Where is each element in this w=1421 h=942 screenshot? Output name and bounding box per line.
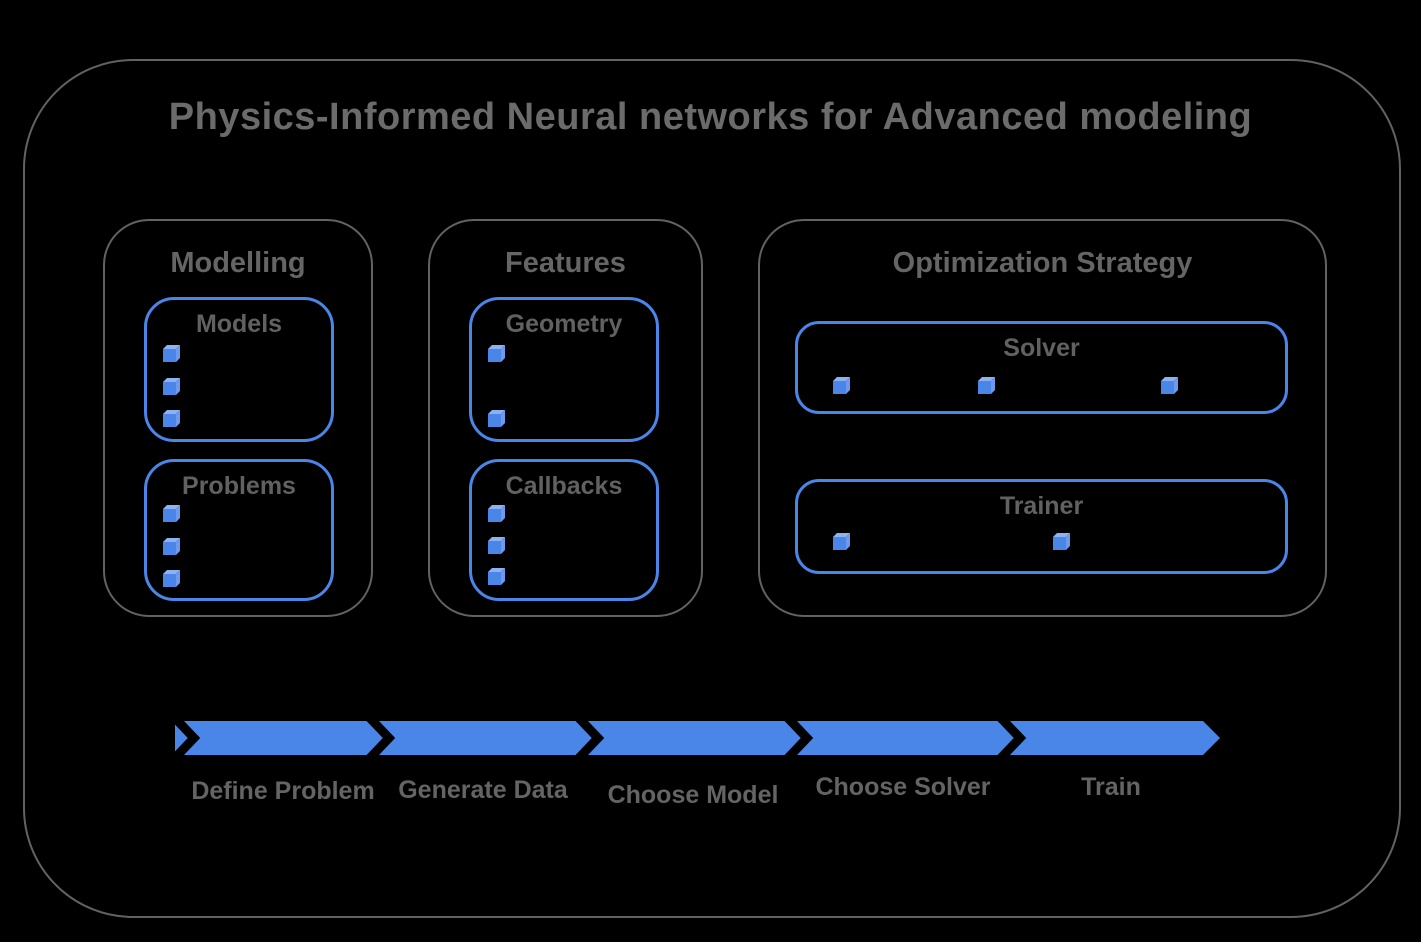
card-models-header: Models [195,310,283,338]
step-label-define-problem: Define Problem [191,777,375,805]
step-label-generate-data: Generate Data [398,776,568,804]
card-geometry-header: Geometry [505,310,623,338]
cube-bullet-icon [163,349,176,362]
card-models: Models [144,297,334,442]
section-modelling: Modelling Models Problems [103,219,373,617]
cube-bullet-icon [163,382,176,395]
cube-bullet-icon [488,572,501,585]
card-geometry: Geometry [469,297,659,442]
section-features-header: Features [505,247,626,279]
cube-bullet-icon [163,414,176,427]
card-solver: Solver [795,321,1288,414]
cube-bullet-icon [833,537,846,550]
cube-bullet-icon [163,542,176,555]
cube-bullet-icon [488,414,501,427]
cube-bullet-icon [833,381,846,394]
cube-bullet-icon [978,381,991,394]
step-label-choose-solver: Choose Solver [815,773,991,801]
cube-bullet-icon [1161,381,1174,394]
section-optimization-header: Optimization Strategy [892,247,1193,279]
section-modelling-header: Modelling [170,247,306,279]
outer-frame [23,59,1401,918]
step-label-choose-model: Choose Model [607,781,779,809]
section-optimization-strategy: Optimization Strategy Solver Trainer [758,219,1327,617]
card-problems: Problems [144,459,334,601]
card-problems-header: Problems [182,472,296,500]
cube-bullet-icon [488,541,501,554]
cube-bullet-icon [1053,537,1066,550]
step-label-train: Train [1081,773,1141,801]
card-solver-header: Solver [1003,334,1080,362]
card-trainer-header: Trainer [999,492,1084,520]
cube-bullet-icon [163,574,176,587]
cube-bullet-icon [488,509,501,522]
cube-bullet-icon [163,509,176,522]
card-callbacks: Callbacks [469,459,659,601]
diagram-title: Physics-Informed Neural networks for Adv… [168,96,1253,138]
section-features: Features Geometry Callbacks [428,219,703,617]
cube-bullet-icon [488,349,501,362]
card-trainer: Trainer [795,479,1288,574]
card-callbacks-header: Callbacks [505,472,623,500]
